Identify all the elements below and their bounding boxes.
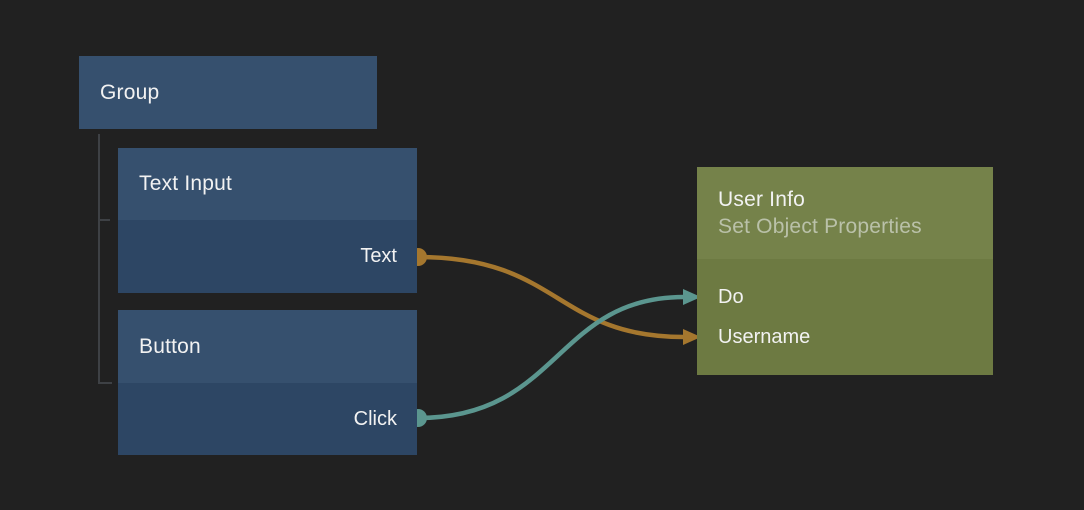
input-row-username[interactable]: Username <box>697 317 993 357</box>
input-label-username: Username <box>718 325 811 348</box>
port-do-input-arrow[interactable] <box>683 289 701 305</box>
input-row-do[interactable]: Do <box>697 277 993 317</box>
node-text-input-body: Text <box>118 220 417 293</box>
node-button[interactable]: Button Click <box>118 310 417 455</box>
group-tree-line <box>98 134 112 384</box>
node-button-title: Button <box>139 334 201 358</box>
node-button-body: Click <box>118 383 417 455</box>
node-user-info-title: User Info <box>718 187 805 211</box>
node-user-info[interactable]: User Info Set Object Properties Do Usern… <box>697 167 993 375</box>
node-text-input[interactable]: Text Input Text <box>118 148 417 293</box>
port-username-input-arrow[interactable] <box>683 329 701 345</box>
node-button-header[interactable]: Button <box>118 310 417 383</box>
wire-click-to-do[interactable] <box>417 294 685 421</box>
node-group[interactable]: Group <box>79 56 377 129</box>
node-user-info-body: Do Username <box>697 259 993 375</box>
node-user-info-header[interactable]: User Info Set Object Properties <box>697 167 993 259</box>
node-user-info-subtitle: Set Object Properties <box>718 214 922 238</box>
node-text-input-title: Text Input <box>139 172 233 195</box>
output-label-text: Text <box>360 245 397 267</box>
output-label-click: Click <box>353 407 397 430</box>
wire-text-to-username[interactable] <box>417 254 685 340</box>
input-label-do: Do <box>718 285 744 308</box>
node-text-input-header[interactable]: Text Input <box>118 148 417 220</box>
node-group-header[interactable]: Group <box>79 56 377 129</box>
node-group-title: Group <box>100 80 160 104</box>
